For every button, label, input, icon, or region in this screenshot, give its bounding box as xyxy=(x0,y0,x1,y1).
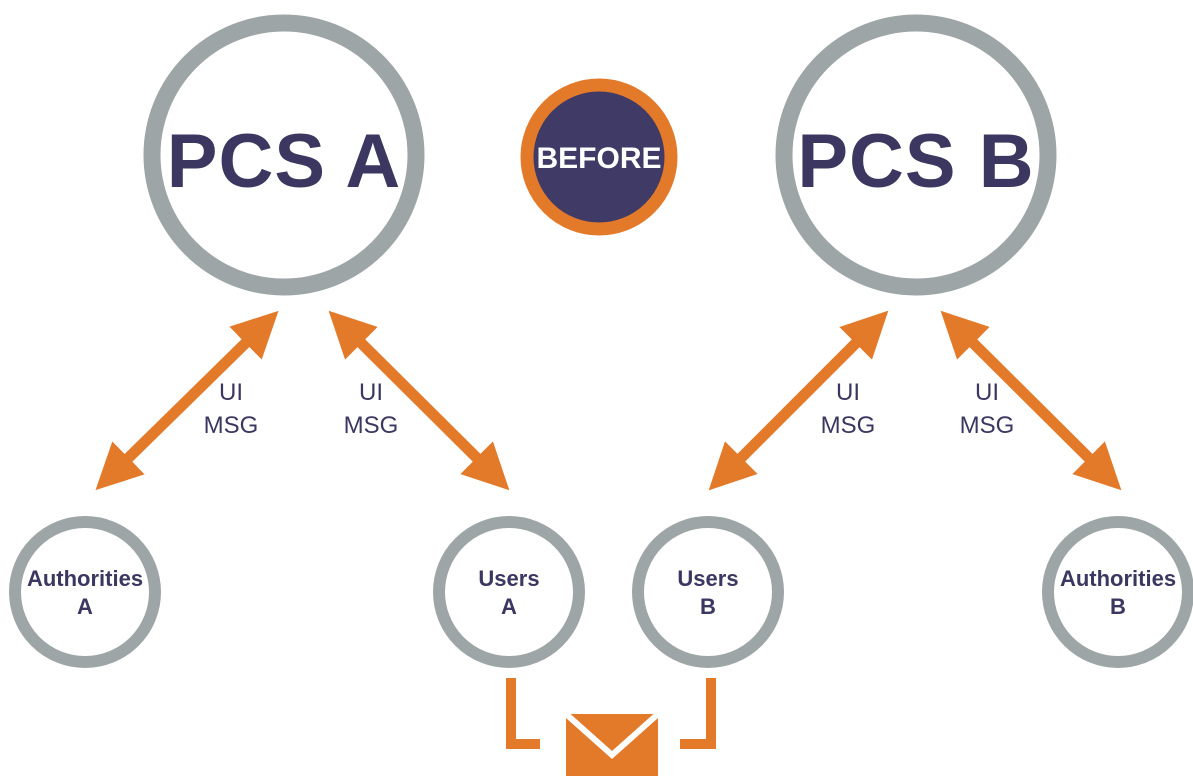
authorities-b-label-line2: B xyxy=(1110,594,1126,619)
authorities-a-label-line2: A xyxy=(77,594,93,619)
users-b-label-line1: Users xyxy=(677,566,738,591)
arrow-pcs-a-authorities-a xyxy=(95,310,279,491)
before-label: BEFORE xyxy=(536,142,661,175)
connection-label-1: UI MSG xyxy=(204,379,259,439)
connection-label-ui: UI xyxy=(219,379,243,406)
users-a-label-line1: Users xyxy=(478,566,539,591)
connection-label-ui: UI xyxy=(975,379,999,406)
users-a-ring xyxy=(433,516,585,668)
connection-label-msg: MSG xyxy=(960,412,1015,439)
connection-label-4: UI MSG xyxy=(960,379,1015,439)
users-b-message-connector xyxy=(680,678,716,749)
pcs-b-label: PCS B xyxy=(797,119,1034,204)
users-a-label-line2: A xyxy=(501,594,517,619)
pcs-a-ring xyxy=(143,14,425,296)
pcs-b-ring xyxy=(775,14,1057,296)
connection-label-ui: UI xyxy=(836,379,860,406)
authorities-b-ring xyxy=(1042,516,1193,668)
connection-label-3: UI MSG xyxy=(821,379,876,439)
pcs-a-label: PCS A xyxy=(167,119,401,204)
connection-label-msg: MSG xyxy=(344,412,399,439)
arrow-pcs-b-users-b xyxy=(708,310,889,491)
authorities-b-node: Authorities B xyxy=(1042,516,1193,668)
users-a-message-connector xyxy=(506,678,540,749)
before-badge: BEFORE xyxy=(520,78,678,236)
envelope-icon xyxy=(564,711,660,776)
users-b-ring xyxy=(632,516,784,668)
connection-label-msg: MSG xyxy=(204,412,259,439)
pcs-a-node: PCS A xyxy=(143,14,425,296)
arrow-pcs-b-authorities-b xyxy=(940,310,1122,491)
pcs-b-node: PCS B xyxy=(775,14,1057,296)
authorities-a-label-line1: Authorities xyxy=(27,566,143,591)
authorities-a-ring xyxy=(9,516,161,668)
users-b-node: Users B xyxy=(632,516,784,668)
users-a-node: Users A xyxy=(433,516,585,668)
authorities-b-label-line1: Authorities xyxy=(1060,566,1176,591)
connection-label-2: UI MSG xyxy=(344,379,399,439)
envelope-flap xyxy=(564,711,660,760)
arrow-pcs-a-users-a xyxy=(328,310,510,491)
users-b-label-line2: B xyxy=(700,594,716,619)
authorities-a-node: Authorities A xyxy=(9,516,161,668)
before-badge-circle xyxy=(520,78,678,236)
connection-label-msg: MSG xyxy=(821,412,876,439)
connection-label-ui: UI xyxy=(359,379,383,406)
